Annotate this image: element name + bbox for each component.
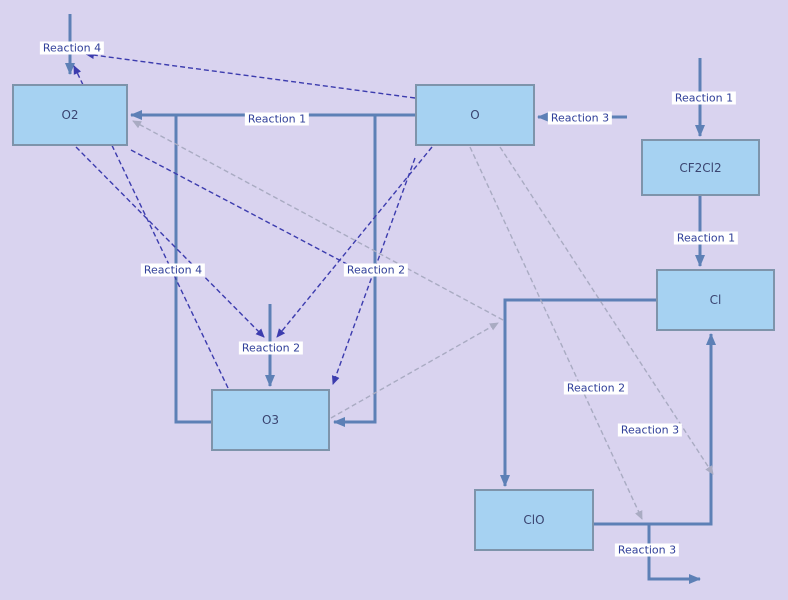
reaction-label-reaction1-cf2cl2: Reaction 1 [671, 91, 737, 105]
edge-clo-to-cl [594, 333, 716, 526]
reaction-label-reaction2-mid: Reaction 2 [343, 263, 409, 277]
reaction-label-reaction1-cl: Reaction 1 [673, 231, 739, 245]
reaction-label-reaction3-cl: Reaction 3 [617, 423, 683, 437]
edge-dashed-o-to-reaction2 [276, 146, 433, 338]
reaction-label-reaction4-top: Reaction 4 [39, 41, 105, 55]
edge-dashed-o2-to-reaction2 [75, 146, 265, 338]
node-o2[interactable]: O2 [12, 84, 128, 146]
node-clo-label: ClO [523, 513, 545, 527]
edge-dashed-into-o2 [132, 120, 504, 321]
edge-clo-exit-bottom [647, 524, 701, 584]
edge-dashed-o-to-reaction2-cl [469, 146, 643, 520]
reaction-label-reaction4-mid: Reaction 4 [140, 263, 206, 277]
node-cl-label: Cl [709, 293, 722, 307]
reaction-label-reaction2-cl: Reaction 2 [563, 381, 629, 395]
node-o3-label: O3 [261, 413, 280, 427]
edge-dashed-o-to-reaction4 [85, 51, 416, 99]
edge-dashed-o3-to-cl-path [330, 322, 499, 419]
edge-cl-to-clo [500, 298, 656, 487]
node-clo[interactable]: ClO [474, 489, 594, 551]
node-cl[interactable]: Cl [656, 269, 775, 331]
edge-dashed-o-to-reaction3-cl [499, 146, 714, 475]
reaction-label-reaction3-bottom: Reaction 3 [614, 543, 680, 557]
edge-o3-up-to-reaction1-line [174, 115, 211, 424]
reaction-label-reaction3-o: Reaction 3 [547, 111, 613, 125]
reaction-label-reaction1-o-o2: Reaction 1 [244, 112, 310, 126]
node-o3[interactable]: O3 [211, 389, 330, 451]
node-cf2cl2-label: CF2Cl2 [679, 160, 722, 175]
node-o-label: O [470, 108, 480, 122]
node-cf2cl2[interactable]: CF2Cl2 [641, 139, 760, 196]
reaction-label-reaction2-o3: Reaction 2 [238, 341, 304, 355]
node-o[interactable]: O [415, 84, 535, 146]
edge-dashed-o2-to-reaction2b [130, 149, 363, 273]
node-o2-label: O2 [61, 108, 79, 122]
